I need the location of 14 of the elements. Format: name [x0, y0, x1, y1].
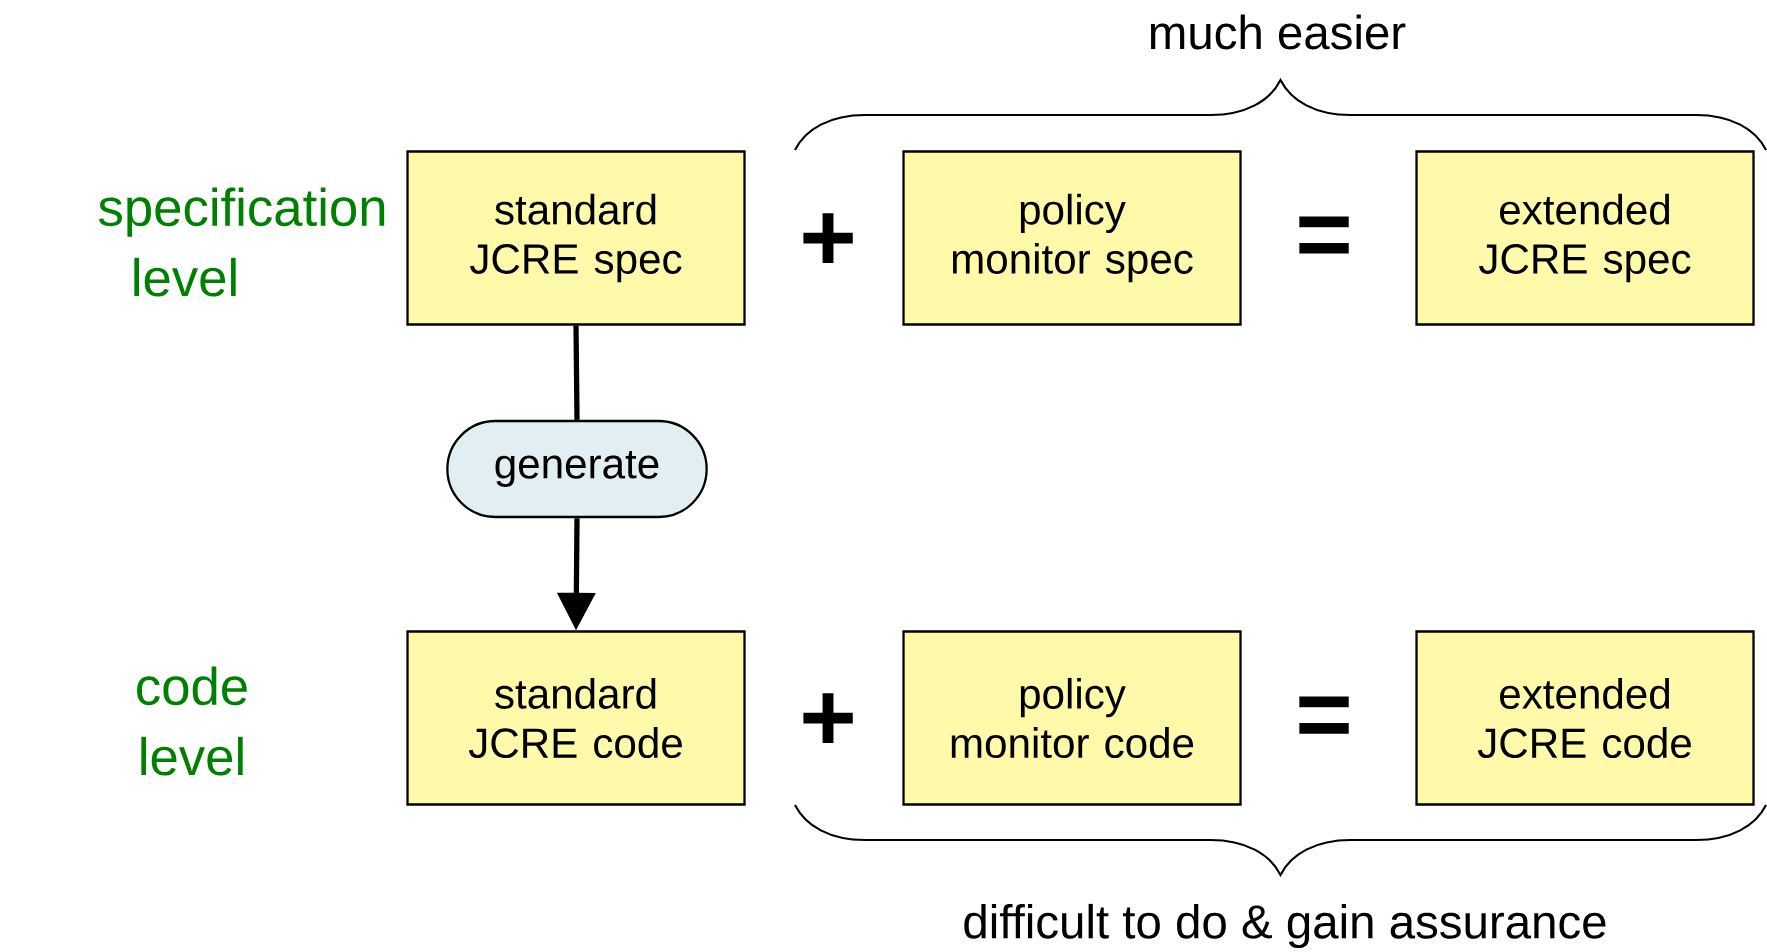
process-box: extended JCRE code	[1415, 630, 1755, 806]
process-box: standard JCRE code	[406, 630, 746, 806]
operator-symbol: +	[803, 213, 853, 264]
level-label: specification level	[98, 187, 385, 297]
process-box: standard JCRE spec	[406, 150, 746, 326]
level-label: code level	[137, 666, 247, 776]
process-box: extended JCRE spec	[1415, 150, 1755, 326]
process-box: policy monitor code	[902, 630, 1242, 806]
operator-symbol: +	[803, 693, 853, 744]
brace-label: much easier	[1150, 14, 1406, 50]
operator-symbol: =	[1299, 216, 1349, 254]
operator-symbol: =	[1299, 696, 1349, 734]
brace-label: difficult to do & gain assurance	[964, 903, 1606, 949]
process-box: policy monitor spec	[902, 150, 1242, 326]
